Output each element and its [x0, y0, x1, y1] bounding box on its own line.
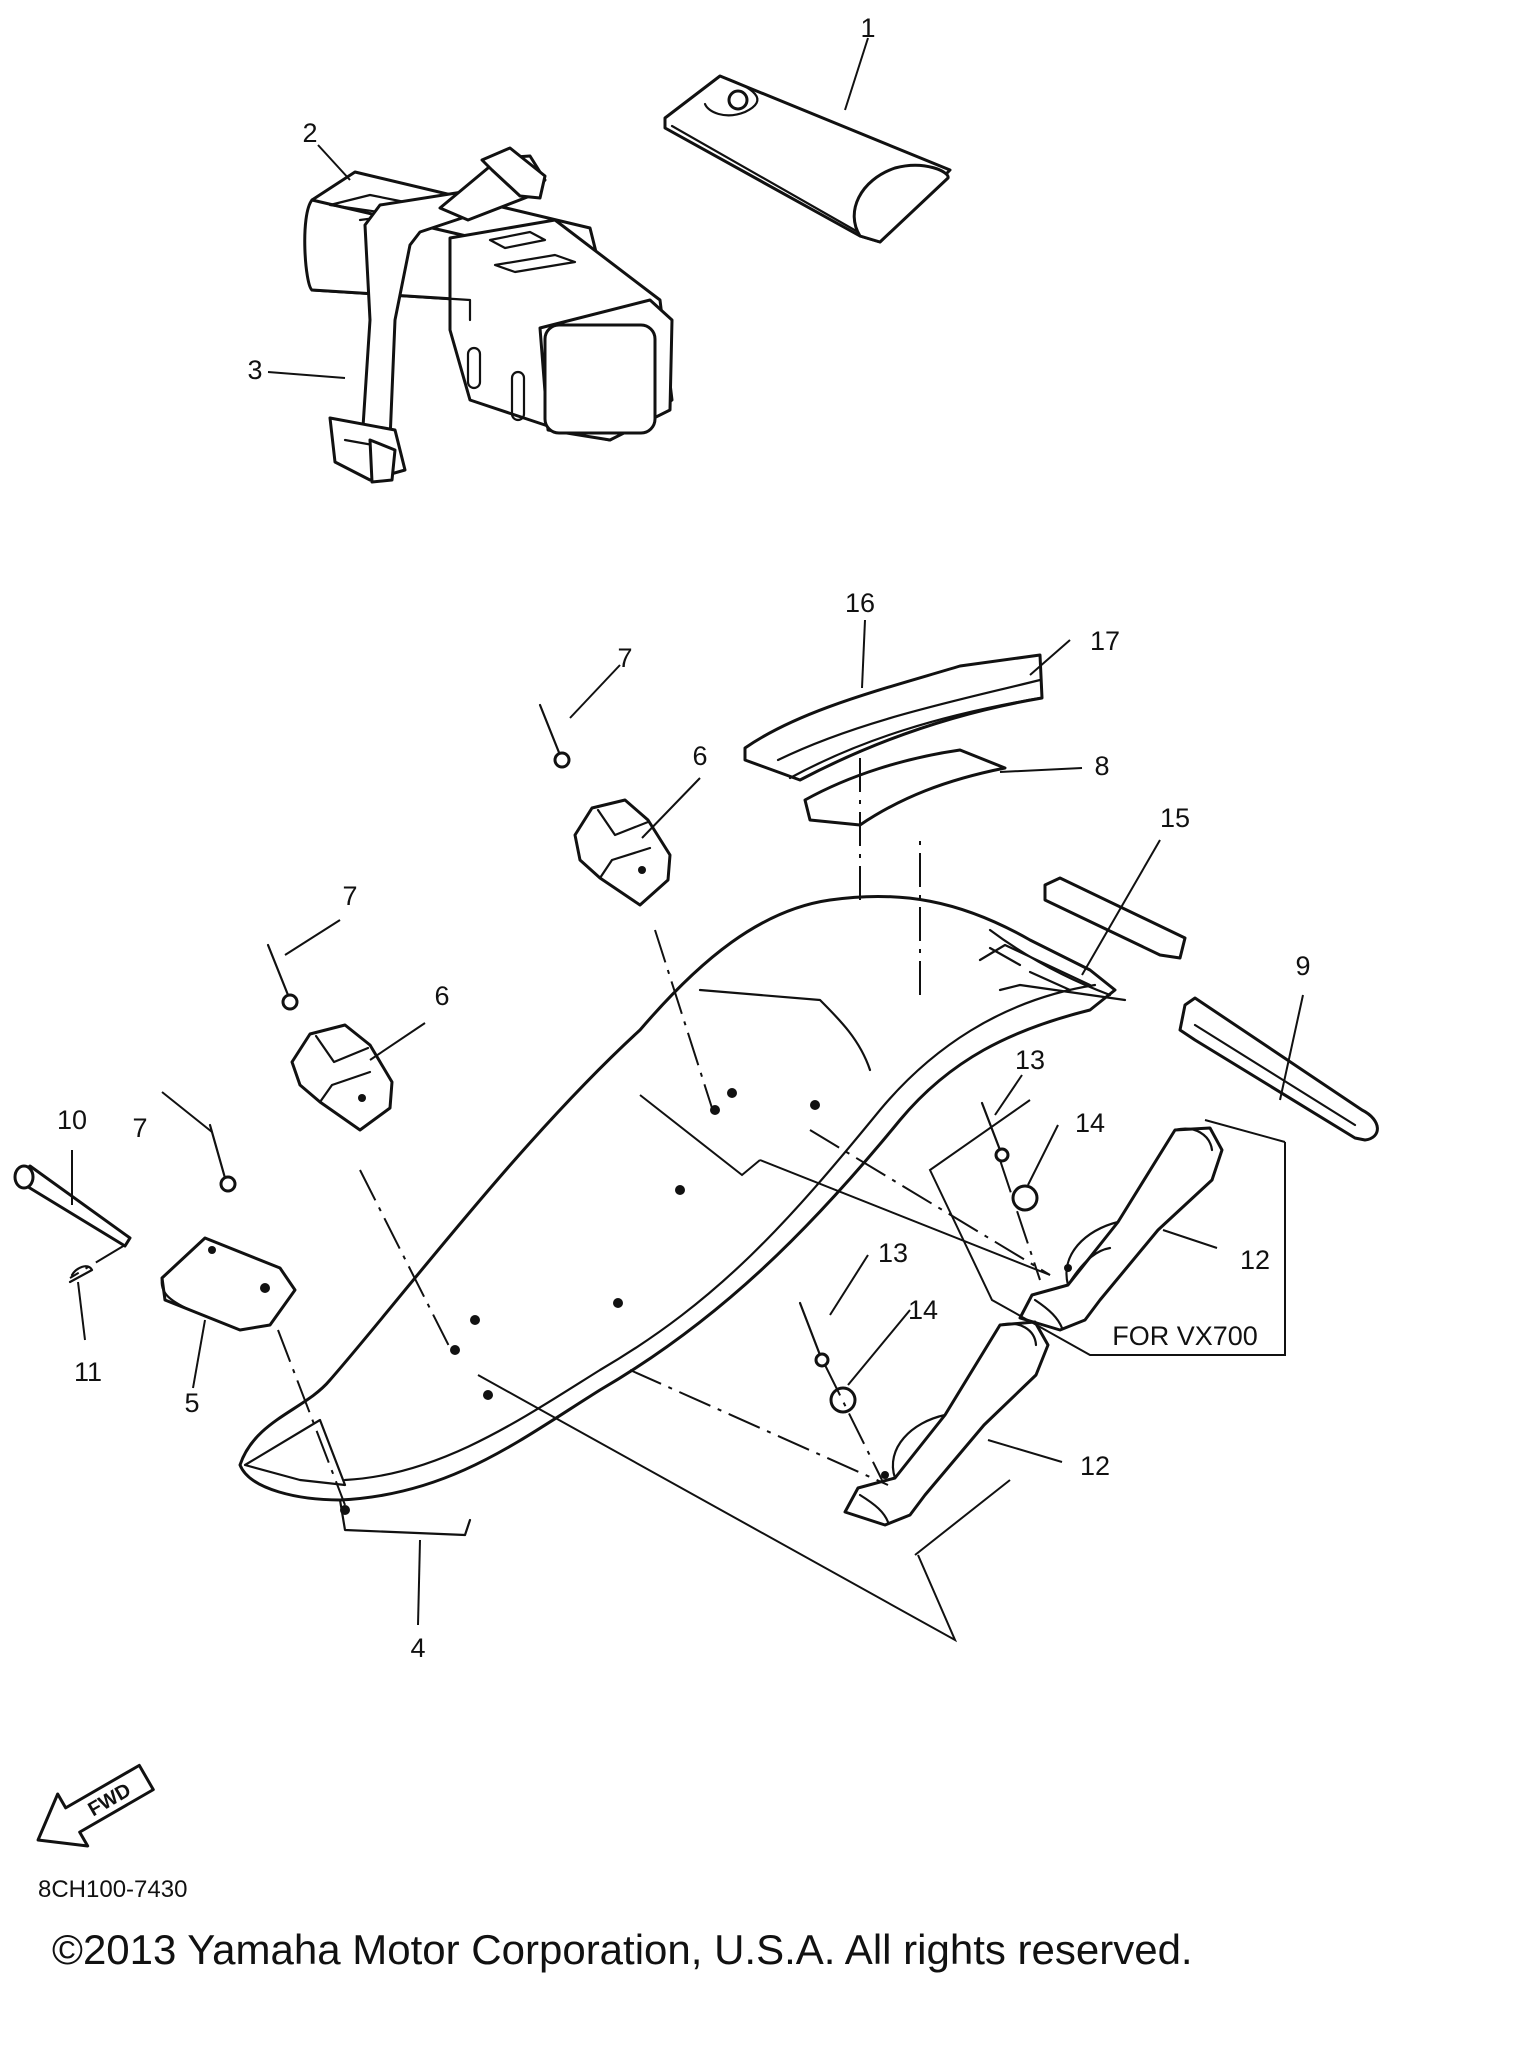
callout-10: 10 [57, 1105, 87, 1135]
callout-13-lower: 13 [878, 1238, 908, 1268]
callout-3: 3 [247, 355, 262, 385]
callout-7-middle: 7 [342, 881, 357, 911]
diagram-code: 8CH100-7430 [38, 1876, 188, 1903]
callout-16: 16 [845, 588, 875, 618]
rivet-parts [208, 703, 571, 1193]
screw-parts [798, 1101, 1010, 1368]
washer-parts [829, 1184, 1039, 1414]
hinge-part [160, 1236, 297, 1332]
callout-7-lower: 7 [132, 1113, 147, 1143]
pin-part [13, 1164, 132, 1248]
callout-2: 2 [302, 118, 317, 148]
clip-part-lower [290, 1023, 394, 1132]
callout-6-lower: 6 [434, 981, 449, 1011]
bracket-part-upper [1018, 1126, 1224, 1332]
fwd-arrow-icon: FWD [36, 1763, 155, 1848]
callout-7-upper: 7 [617, 643, 632, 673]
callout-1: 1 [860, 13, 875, 43]
decal-parts [743, 653, 1044, 827]
callout-13-upper: 13 [1015, 1045, 1045, 1075]
cotter-pin-part [68, 1265, 94, 1284]
callout-14-lower: 14 [908, 1295, 938, 1325]
pouch-part [663, 74, 952, 244]
callout-8: 8 [1094, 751, 1109, 781]
callout-5: 5 [184, 1388, 199, 1418]
clip-part-upper [573, 798, 672, 907]
main-tray-part [238, 894, 1127, 1537]
callout-17: 17 [1090, 626, 1120, 656]
bracket-part-lower [843, 1320, 1050, 1527]
callout-9: 9 [1295, 951, 1310, 981]
copyright-notice: ©2013 Yamaha Motor Corporation, U.S.A. A… [52, 1926, 1193, 1973]
callout-6-upper: 6 [692, 741, 707, 771]
callout-15: 15 [1160, 803, 1190, 833]
callout-14-upper: 14 [1075, 1108, 1105, 1138]
callout-12-upper: 12 [1240, 1245, 1270, 1275]
handle-rod-part [1178, 996, 1379, 1142]
variant-note: FOR VX700 [1112, 1321, 1258, 1351]
battery-strap-part [328, 146, 547, 484]
callout-11: 11 [74, 1357, 102, 1387]
callout-12-lower: 12 [1080, 1451, 1110, 1481]
callout-4: 4 [410, 1633, 425, 1663]
